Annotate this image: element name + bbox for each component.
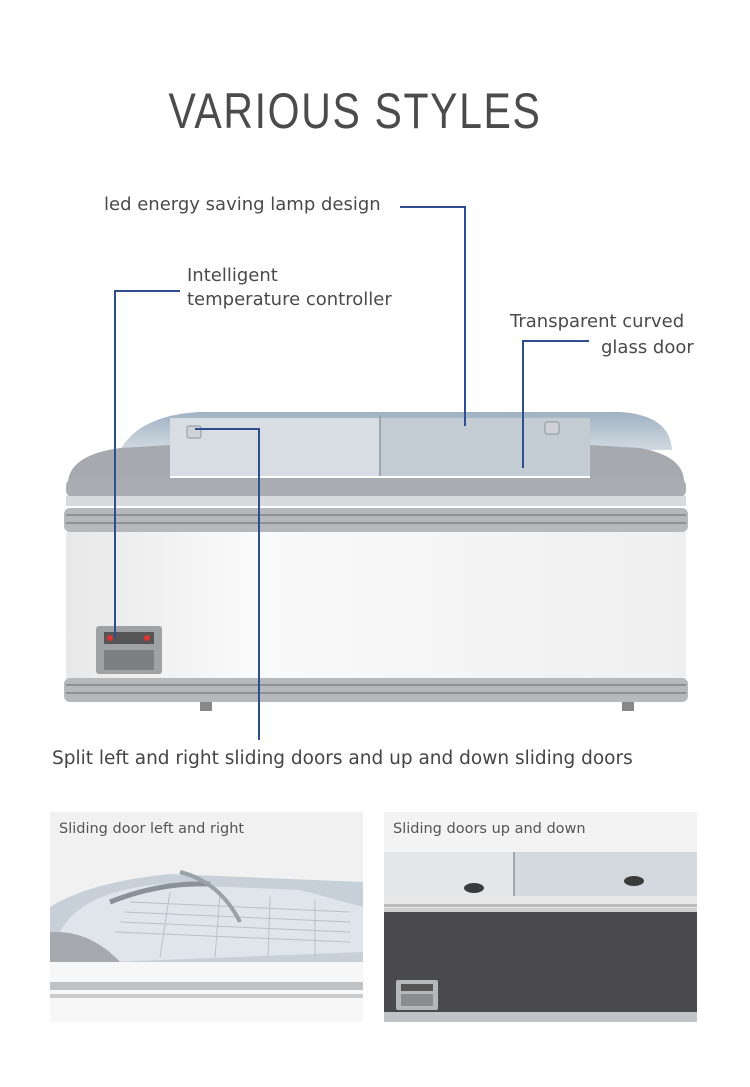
temp-controller-callout-line1: Intelligent xyxy=(187,265,278,286)
up-down-sliding-image xyxy=(384,812,697,1022)
temp-controller-callout-line2: temperature controller xyxy=(187,289,392,310)
glass-leader-horizontal xyxy=(522,340,589,342)
left-right-sliding-image xyxy=(50,812,363,1022)
led-leader-horizontal xyxy=(400,206,466,208)
page-title: VARIOUS STYLES xyxy=(168,83,542,139)
door-leader-vertical xyxy=(258,428,260,740)
glass-door-callout-line2: glass door xyxy=(601,337,694,358)
temp-leader-vertical xyxy=(114,290,116,638)
glass-leader-vertical xyxy=(522,340,524,468)
sliding-doors-caption: Split left and right sliding doors and u… xyxy=(52,748,633,769)
left-right-sliding-panel: Sliding door left and right xyxy=(50,812,363,1022)
up-down-sliding-panel: Sliding doors up and down xyxy=(384,812,697,1022)
door-leader-horizontal xyxy=(195,428,259,430)
temp-leader-horizontal xyxy=(114,290,180,292)
glass-door-callout-line1: Transparent curved xyxy=(510,311,685,332)
led-leader-vertical xyxy=(464,206,466,426)
up-down-sliding-label: Sliding doors up and down xyxy=(393,821,586,837)
left-right-sliding-label: Sliding door left and right xyxy=(59,821,245,837)
led-lamp-callout: led energy saving lamp design xyxy=(104,194,381,215)
island-freezer-image xyxy=(64,412,688,711)
